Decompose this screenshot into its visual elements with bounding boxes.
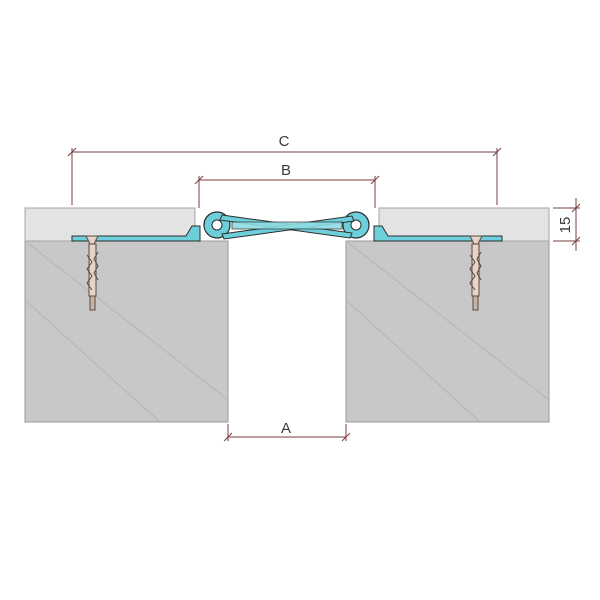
dimension-thickness-label: 15	[557, 217, 574, 234]
dimension-b-label: B	[281, 162, 291, 179]
dimension-a: A	[223, 420, 351, 442]
profile-flanges	[71, 225, 503, 242]
anchor-bolt-left-icon	[85, 235, 99, 311]
left-slab	[24, 240, 229, 423]
dimension-c: C	[67, 133, 502, 205]
dimension-thickness: 15	[553, 198, 581, 251]
profile-joint-mechanism	[203, 211, 370, 240]
dimension-b: B	[194, 162, 380, 208]
anchor-bolt-right-icon	[469, 235, 483, 311]
right-slab	[345, 240, 550, 423]
dimension-c-label: C	[279, 133, 290, 150]
dimension-a-label: A	[281, 420, 291, 437]
